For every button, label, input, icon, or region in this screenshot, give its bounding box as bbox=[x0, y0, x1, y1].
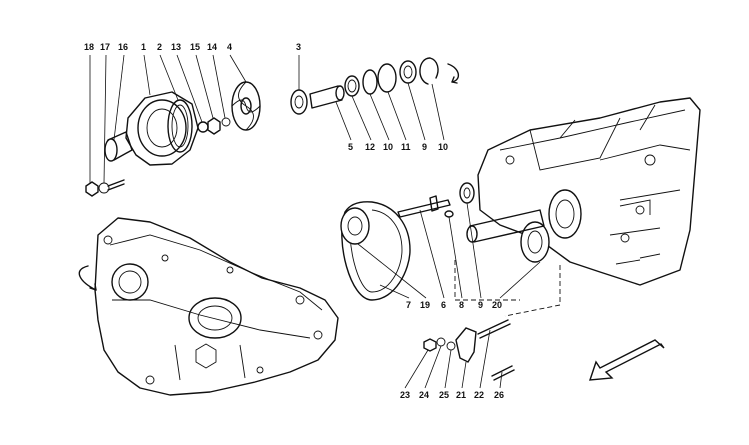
callout-2: 2 bbox=[157, 42, 162, 52]
engine-block bbox=[477, 97, 701, 286]
callout-11: 11 bbox=[401, 142, 411, 152]
nut-23 bbox=[423, 338, 437, 352]
circlip-10b bbox=[419, 57, 439, 85]
pump-cover bbox=[104, 91, 199, 166]
pump-gasket bbox=[167, 99, 193, 153]
pump-shaft bbox=[290, 85, 345, 115]
callout-9b: 9 bbox=[478, 300, 483, 310]
dowel-26 bbox=[491, 365, 515, 381]
bearing-9a bbox=[399, 60, 417, 84]
callout-1: 1 bbox=[141, 42, 146, 52]
camshaft-sprocket-20 bbox=[520, 189, 582, 263]
chain-7 bbox=[341, 201, 411, 301]
rotation-arrow-top-head bbox=[451, 76, 458, 84]
washer-25 bbox=[446, 341, 456, 351]
callout-25: 25 bbox=[439, 390, 449, 400]
washer-17 bbox=[98, 182, 110, 194]
callout-22: 22 bbox=[474, 390, 484, 400]
sprocket-19 bbox=[340, 207, 370, 245]
callout-17: 17 bbox=[100, 42, 110, 52]
shaft-6-flange bbox=[429, 195, 439, 212]
tensioner-21 bbox=[455, 327, 477, 363]
callout-10a: 10 bbox=[383, 142, 393, 152]
callout-3: 3 bbox=[296, 42, 301, 52]
bearing-9a-inner bbox=[403, 65, 413, 79]
leader-lines bbox=[89, 54, 541, 389]
callout-13: 13 bbox=[171, 42, 181, 52]
callout-14: 14 bbox=[207, 42, 217, 52]
timing-cover-housing bbox=[94, 217, 339, 396]
rotation-arrow-top bbox=[447, 63, 459, 83]
callout-24: 24 bbox=[419, 390, 429, 400]
rotation-arrow-left bbox=[78, 265, 97, 291]
key-8 bbox=[444, 210, 454, 218]
callout-4: 4 bbox=[227, 42, 232, 52]
callout-12: 12 bbox=[365, 142, 375, 152]
callout-19: 19 bbox=[420, 300, 430, 310]
callout-9a: 9 bbox=[422, 142, 427, 152]
callout-15: 15 bbox=[190, 42, 200, 52]
assembly-guide-line-b bbox=[504, 265, 561, 317]
callout-23: 23 bbox=[400, 390, 410, 400]
callout-5: 5 bbox=[348, 142, 353, 152]
nut-18 bbox=[85, 181, 99, 197]
callout-7: 7 bbox=[406, 300, 411, 310]
callout-16: 16 bbox=[118, 42, 128, 52]
stud-16 bbox=[107, 179, 125, 191]
washer-24 bbox=[436, 337, 446, 347]
nut-13 bbox=[197, 121, 209, 133]
shaft-end bbox=[466, 225, 478, 243]
callout-18: 18 bbox=[84, 42, 94, 52]
circlip-10a bbox=[362, 69, 378, 95]
ring-11 bbox=[377, 63, 397, 93]
callout-20: 20 bbox=[492, 300, 502, 310]
seal-12 bbox=[344, 75, 360, 97]
shaft-6 bbox=[397, 199, 451, 218]
callout-8: 8 bbox=[459, 300, 464, 310]
seal-12-inner bbox=[347, 79, 357, 93]
assembly-guide-line-a bbox=[454, 260, 520, 301]
front-direction-arrow bbox=[588, 339, 665, 381]
bearing-9b-inner bbox=[463, 187, 471, 199]
callout-10b: 10 bbox=[438, 142, 448, 152]
pump-gasket-inner bbox=[171, 104, 189, 148]
rotation-arrow-left-head bbox=[89, 283, 97, 291]
bearing-9b bbox=[459, 182, 475, 204]
impeller bbox=[231, 81, 261, 131]
washer-15 bbox=[207, 117, 221, 135]
washer-14 bbox=[221, 117, 231, 127]
callout-26: 26 bbox=[494, 390, 504, 400]
callout-21: 21 bbox=[456, 390, 466, 400]
callout-6: 6 bbox=[441, 300, 446, 310]
stud-22 bbox=[477, 319, 511, 339]
